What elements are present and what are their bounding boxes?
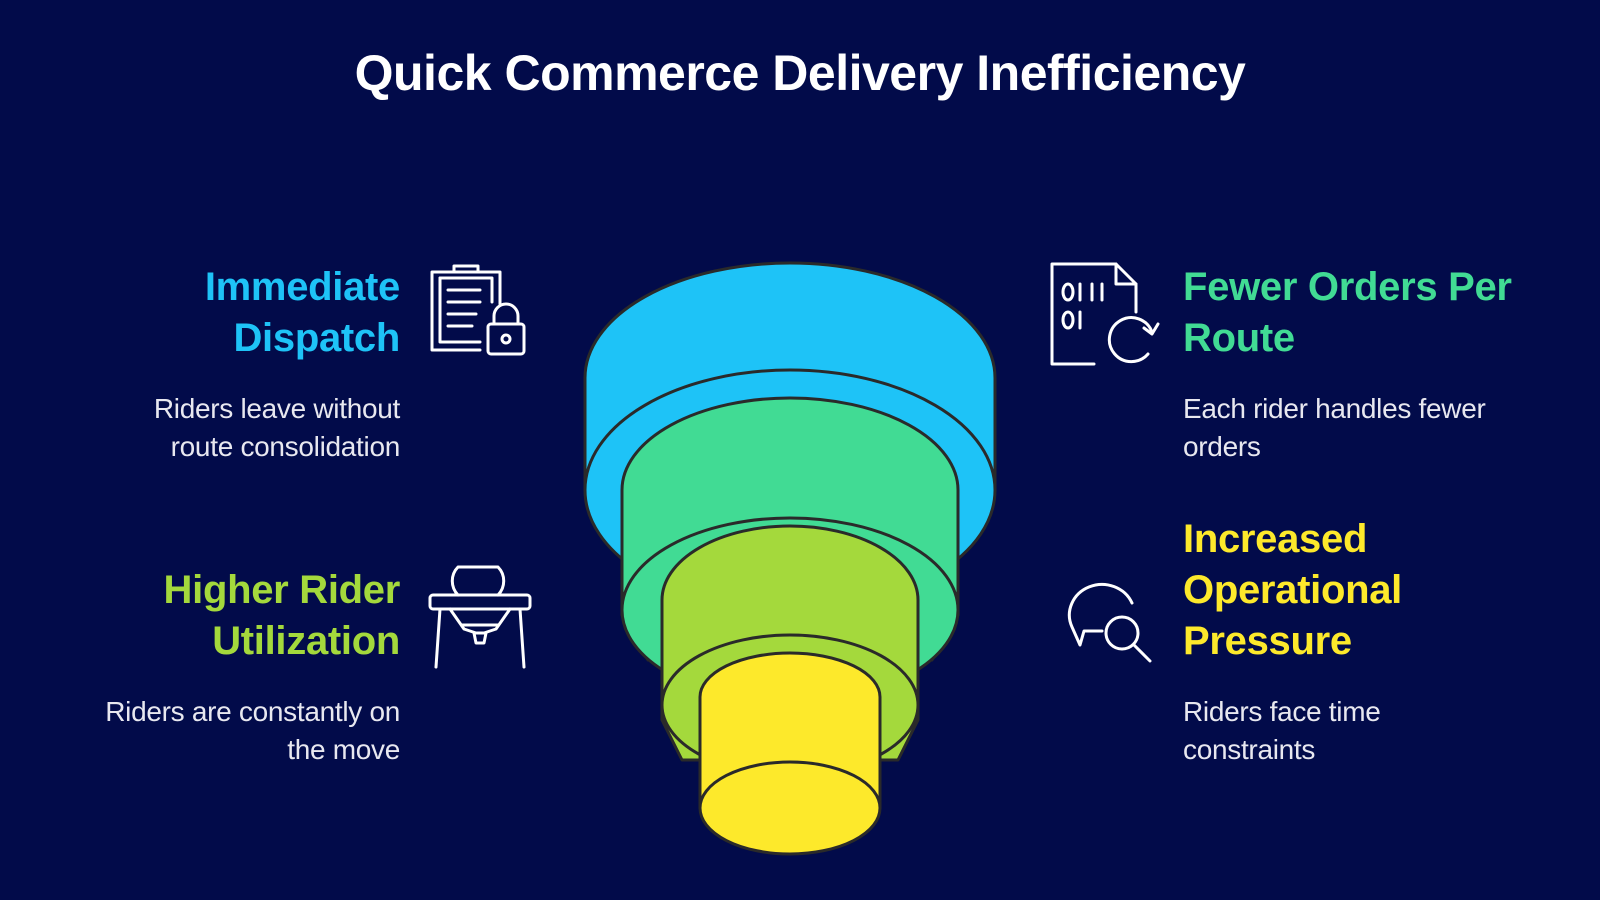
- higher-rider-utilization-heading: Higher Rider Utilization: [163, 568, 401, 663]
- fewer-orders-heading: Fewer Orders Per Route: [1183, 265, 1512, 360]
- speech-bubble-search-icon: [1067, 582, 1152, 663]
- item-increased-operational-pressure: Increased Operational Pressure Riders fa…: [1183, 514, 1563, 769]
- diagram-title: Quick Commerce Delivery Inefficiency: [354, 45, 1246, 101]
- immediate-dispatch-description: Riders leave without route consolidation: [153, 393, 400, 462]
- funnel-base-yellow: [698, 760, 882, 856]
- immediate-dispatch-heading: Immediate Dispatch: [204, 265, 400, 360]
- operational-pressure-description: Riders face time constraints: [1183, 696, 1381, 765]
- item-higher-rider-utilization: Higher Rider Utilization Riders are cons…: [0, 565, 400, 769]
- operational-pressure-heading: Increased Operational Pressure: [1183, 517, 1402, 663]
- higher-rider-utilization-description: Riders are constantly on the move: [105, 696, 400, 765]
- high-chair-icon: [428, 565, 532, 669]
- item-immediate-dispatch: Immediate Dispatch Riders leave without …: [20, 262, 400, 466]
- clipboard-lock-icon: [430, 264, 526, 356]
- fewer-orders-description: Each rider handles fewer orders: [1183, 393, 1486, 462]
- item-fewer-orders-per-route: Fewer Orders Per Route Each rider handle…: [1183, 262, 1583, 466]
- binary-file-refresh-icon: [1050, 262, 1160, 366]
